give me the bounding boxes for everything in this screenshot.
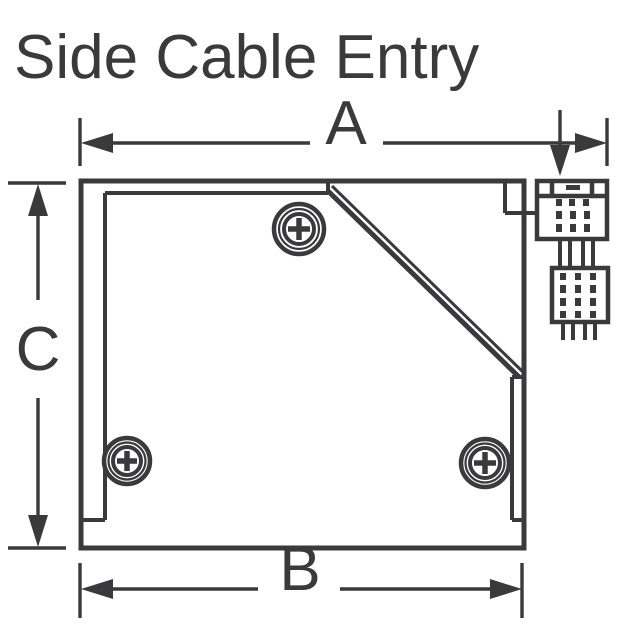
screw-top-right [271,201,327,257]
dim-c-label: C [16,315,61,384]
connector-hidden-detail [560,273,596,318]
corner-chamfer-outer [326,189,521,379]
cable-run-upper [558,239,595,270]
dim-b-label: B [279,535,320,604]
corner-chamfer-inner [330,184,525,374]
dimension-a: A [78,89,609,176]
dim-b-arrowhead-left [81,579,113,599]
dim-a-arrowhead-left [81,133,113,153]
dim-c-arrowhead-top [28,184,48,216]
body-outer-outline [78,178,527,551]
screw-bottom-left [101,435,153,487]
connector-block-outline [549,265,611,325]
dim-a-leader-arrowhead [550,145,570,176]
gland-center-cap [566,185,580,190]
dim-c-arrowhead-bottom [28,515,48,547]
enclosure-body [78,178,537,551]
dim-a-label: A [325,89,367,158]
side-cable-entry-fitting [534,178,611,340]
dimension-c: C [8,181,66,550]
gland-hidden-detail [556,199,590,232]
drawing-title: Side Cable Entry [14,23,479,92]
gland-housing-outline [534,178,610,242]
dim-a-arrowhead-right [575,133,607,153]
screw-bottom-right [458,436,512,490]
dim-b-arrowhead-right [490,579,522,599]
cable-run-lower [561,322,597,340]
